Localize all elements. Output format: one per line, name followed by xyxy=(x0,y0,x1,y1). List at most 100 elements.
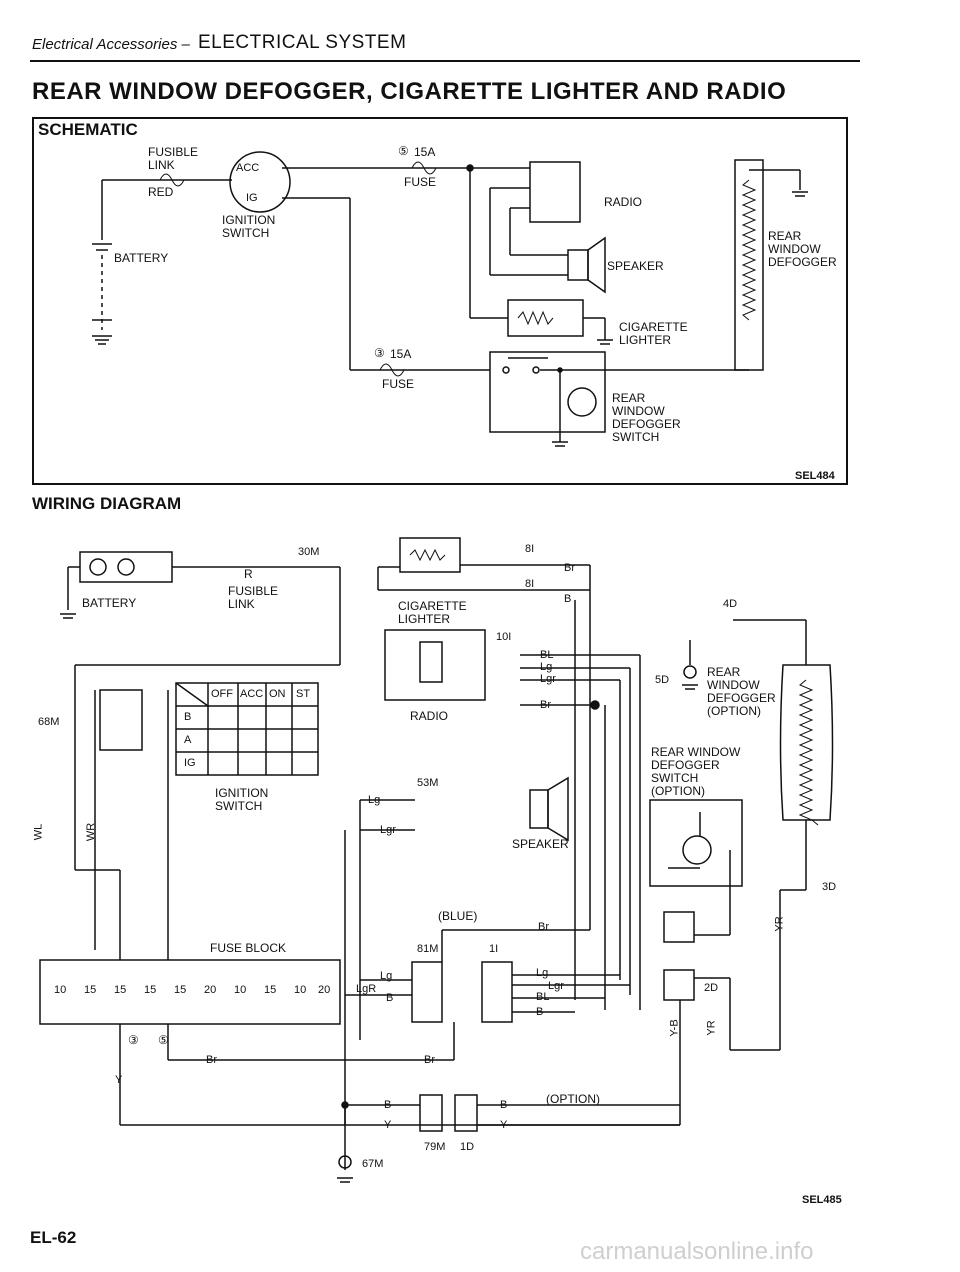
connector-code: 1D xyxy=(460,1141,475,1153)
wire-color: Lg xyxy=(536,967,549,979)
wire-color: B xyxy=(500,1099,508,1111)
wire-color: B xyxy=(564,593,572,605)
ign-col-acc: ACC xyxy=(240,688,264,700)
connector-code: 3D xyxy=(822,881,837,893)
ign-col-st: ST xyxy=(296,688,311,700)
sch-acc-label: ACC xyxy=(236,162,260,174)
wire-color: Lg xyxy=(380,970,393,982)
fuse-rating: 20 xyxy=(204,984,217,996)
w-cigarette-lighter-label: CIGARETTE LIGHTER xyxy=(398,599,467,626)
wire-color: B xyxy=(384,1099,392,1111)
w-radio-label: RADIO xyxy=(410,709,449,723)
wire-color: Y xyxy=(384,1119,392,1131)
w-fuse-block-label: FUSE BLOCK xyxy=(210,941,287,955)
sch-fuse5-label: FUSE xyxy=(404,175,437,189)
sch-fuse3-number: ③ xyxy=(374,346,385,360)
fuse-rating: 15 xyxy=(264,984,277,996)
wire-color: YR xyxy=(773,916,786,932)
sch-ignition-switch-label: IGNITION SWITCH xyxy=(222,213,276,240)
sch-code: SEL484 xyxy=(795,470,835,482)
fuse-rating: 10 xyxy=(54,984,67,996)
w-option-label: (OPTION) xyxy=(546,1092,600,1106)
connector-code: 8I xyxy=(525,543,535,555)
wire-color: Br xyxy=(564,562,575,574)
connector-code: 2D xyxy=(704,982,719,994)
wire-color: BL xyxy=(540,649,554,661)
wiring-code: SEL485 xyxy=(802,1194,842,1206)
sch-ig-label: IG xyxy=(246,192,258,204)
wire-color: B xyxy=(386,992,394,1004)
sch-defogger-switch-label: REAR WINDOW DEFOGGER SWITCH xyxy=(612,391,681,444)
wire-color: Lg xyxy=(368,794,381,806)
w-rear-defogger-option-label: REAR WINDOW DEFOGGER (OPTION) xyxy=(707,665,776,718)
watermark: carmanualsonline.info xyxy=(580,1238,814,1265)
w-blue-label: (BLUE) xyxy=(438,909,478,923)
wire-color: Lg xyxy=(540,661,553,673)
page-title: REAR WINDOW DEFOGGER, CIGARETTE LIGHTER … xyxy=(32,78,787,105)
sch-fuse3-label: FUSE xyxy=(382,377,415,391)
page-number: EL-62 xyxy=(30,1228,77,1247)
sch-radio-label: RADIO xyxy=(604,195,643,209)
wire-color: Lgr xyxy=(540,673,556,685)
wire-color: B xyxy=(536,1006,544,1018)
wire-color: Lgr xyxy=(548,980,564,992)
sch-fuse5-number: ⑤ xyxy=(398,144,409,158)
connector-code: 5D xyxy=(655,674,670,686)
sch-fuse3-amp: 15A xyxy=(390,347,412,361)
wire-color: BL xyxy=(536,991,550,1003)
fuse-rating: 10 xyxy=(294,984,307,996)
connector-code: 79M xyxy=(424,1141,446,1153)
sch-fusible-link-label: FUSIBLE LINK xyxy=(148,145,199,172)
w-battery-label: BATTERY xyxy=(82,596,137,610)
w-ignition-switch-label: IGNITION SWITCH xyxy=(215,786,269,813)
connector-code: 67M xyxy=(362,1158,384,1170)
ign-row-ig: IG xyxy=(184,757,196,769)
w-defogger-switch-option-label: REAR WINDOW DEFOGGER SWITCH (OPTION) xyxy=(651,745,741,798)
w-r-label: R xyxy=(244,567,253,581)
fuse-rating: 15 xyxy=(84,984,97,996)
wire-color: Br xyxy=(540,699,551,711)
sch-rear-window-defogger-label: REAR WINDOW DEFOGGER xyxy=(768,229,837,269)
w-speaker-label: SPEAKER xyxy=(512,837,569,851)
ignition-switch-symbol xyxy=(229,151,291,213)
wire-color: LgR xyxy=(356,983,377,995)
connector-code: 68M xyxy=(38,716,60,728)
sch-cigarette-lighter-label: CIGARETTE LIGHTER xyxy=(619,320,688,347)
fuse-rating: 10 xyxy=(234,984,247,996)
fuse-rating: 20 xyxy=(318,984,331,996)
ign-row-b: B xyxy=(184,711,192,723)
wire-color: WR xyxy=(85,822,98,842)
section-subtitle: Electrical Accessories – xyxy=(32,36,190,53)
ign-row-a: A xyxy=(184,734,192,746)
connector-code: 1I xyxy=(489,943,499,955)
ign-col-on: ON xyxy=(269,688,286,700)
sch-battery-label: BATTERY xyxy=(114,251,169,265)
wire-color: Y xyxy=(115,1074,123,1086)
section-title: ELECTRICAL SYSTEM xyxy=(198,32,407,53)
sch-speaker-label: SPEAKER xyxy=(607,259,664,273)
wire-color: Y xyxy=(500,1119,508,1131)
wire-color: Y-B xyxy=(668,1019,681,1037)
wire-color: YR xyxy=(705,1020,718,1036)
connector-code: 8I xyxy=(525,578,535,590)
wire-color: Br xyxy=(424,1054,435,1066)
schematic-heading: SCHEMATIC xyxy=(38,120,138,139)
wire-color: Lgr xyxy=(380,824,396,836)
sch-red-label: RED xyxy=(148,185,174,199)
connector-code: 10I xyxy=(496,631,512,643)
schematic-frame xyxy=(32,117,848,485)
w-fuse5-marker: ⑤ xyxy=(158,1033,169,1047)
connector-code: 4D xyxy=(723,598,738,610)
w-fusible-link-label: FUSIBLE LINK xyxy=(228,584,279,611)
fuse-rating: 15 xyxy=(114,984,127,996)
connector-code: 53M xyxy=(417,777,439,789)
header-rule xyxy=(30,60,860,62)
connector-code: 30M xyxy=(298,546,320,558)
fuse-rating: 15 xyxy=(174,984,187,996)
wire-color: Br xyxy=(538,921,549,933)
wire-color: WL xyxy=(32,823,45,841)
sch-fuse5-amp: 15A xyxy=(414,145,436,159)
wire-color: Br xyxy=(206,1054,217,1066)
w-fuse3-marker: ③ xyxy=(128,1033,139,1047)
